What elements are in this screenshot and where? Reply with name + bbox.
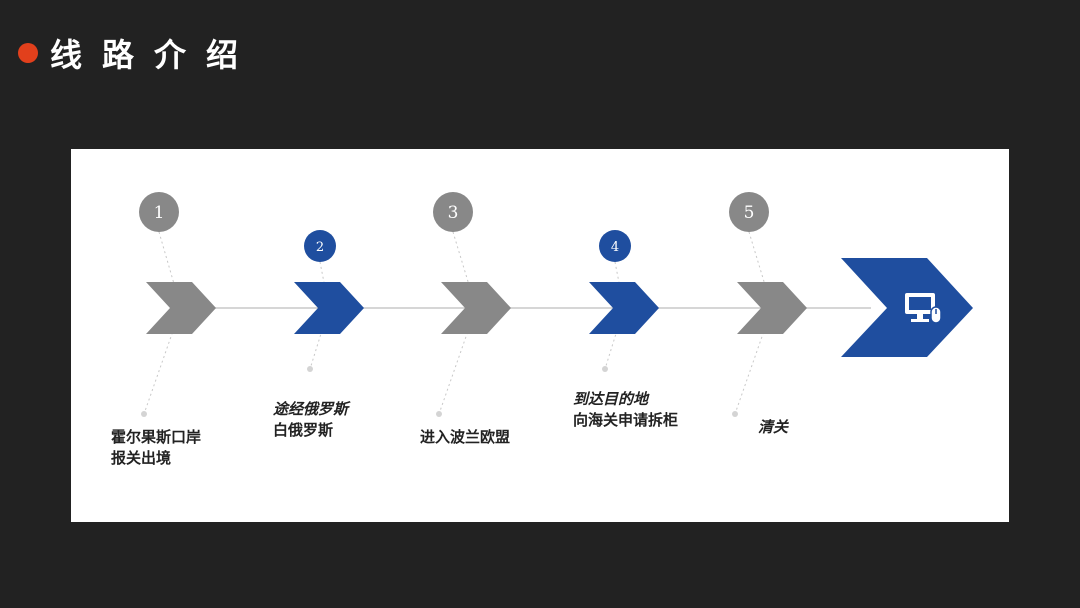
step-4-badge [599,230,631,262]
route-panel: 1 2 3 4 5 霍尔果斯口岸 报关出境 途经俄罗斯 白俄罗斯 进入波兰欧盟 到达目的… [71,149,1009,522]
step-1-connector [143,231,182,415]
step-3-badge [433,192,473,232]
step-2-chevron [294,282,364,334]
step-4-line-1: 到达目的地 [573,390,649,408]
step-1-badge [139,192,179,232]
step-3-line-1: 进入波兰欧盟 [420,428,511,446]
step-5: 5 [729,192,807,417]
step-2: 2 [294,230,364,372]
step-1-label-dot [141,411,147,417]
step-5-badge [729,192,769,232]
step-4-chevron [589,282,659,334]
route-diagram: 1 2 3 4 5 [139,192,973,417]
computer-mouse-icon [905,293,942,324]
accent-dot [18,43,38,63]
step-2-badge [304,230,336,262]
step-label-3: 进入波兰欧盟 [420,427,510,448]
step-2-line-1: 途经俄罗斯 [273,400,349,418]
step-label-1: 霍尔果斯口岸 报关出境 [111,427,201,469]
step-2-line-2: 白俄罗斯 [273,421,334,439]
step-5-label-dot [732,411,738,417]
step-1-line-2: 报关出境 [111,449,172,467]
step-1-line-1: 霍尔果斯口岸 [111,428,202,446]
step-3-number: 3 [448,203,459,223]
step-2-label-dot [307,366,313,372]
step-3-label-dot [436,411,442,417]
step-1-number: 1 [154,203,165,223]
final-arrow [841,258,973,357]
step-3: 3 [433,192,511,417]
step-5-line-1: 清关 [758,418,789,436]
step-3-connector [438,231,477,415]
step-4: 4 [589,230,659,372]
step-1-chevron [146,282,216,334]
step-label-4: 到达目的地 向海关申请拆柜 [573,389,678,431]
step-5-chevron [737,282,807,334]
step-5-connector [734,231,773,415]
header: 线路介绍 [18,28,258,78]
step-5-number: 5 [744,203,755,223]
step-1: 1 [139,192,216,417]
step-4-label-dot [602,366,608,372]
step-2-number: 2 [316,240,324,255]
step-4-line-2: 向海关申请拆柜 [573,411,679,429]
step-3-chevron [441,282,511,334]
page-title: 线路介绍 [50,36,259,74]
step-label-2: 途经俄罗斯 白俄罗斯 [273,399,348,441]
step-4-number: 4 [611,240,619,255]
step-label-5: 清关 [758,417,788,438]
